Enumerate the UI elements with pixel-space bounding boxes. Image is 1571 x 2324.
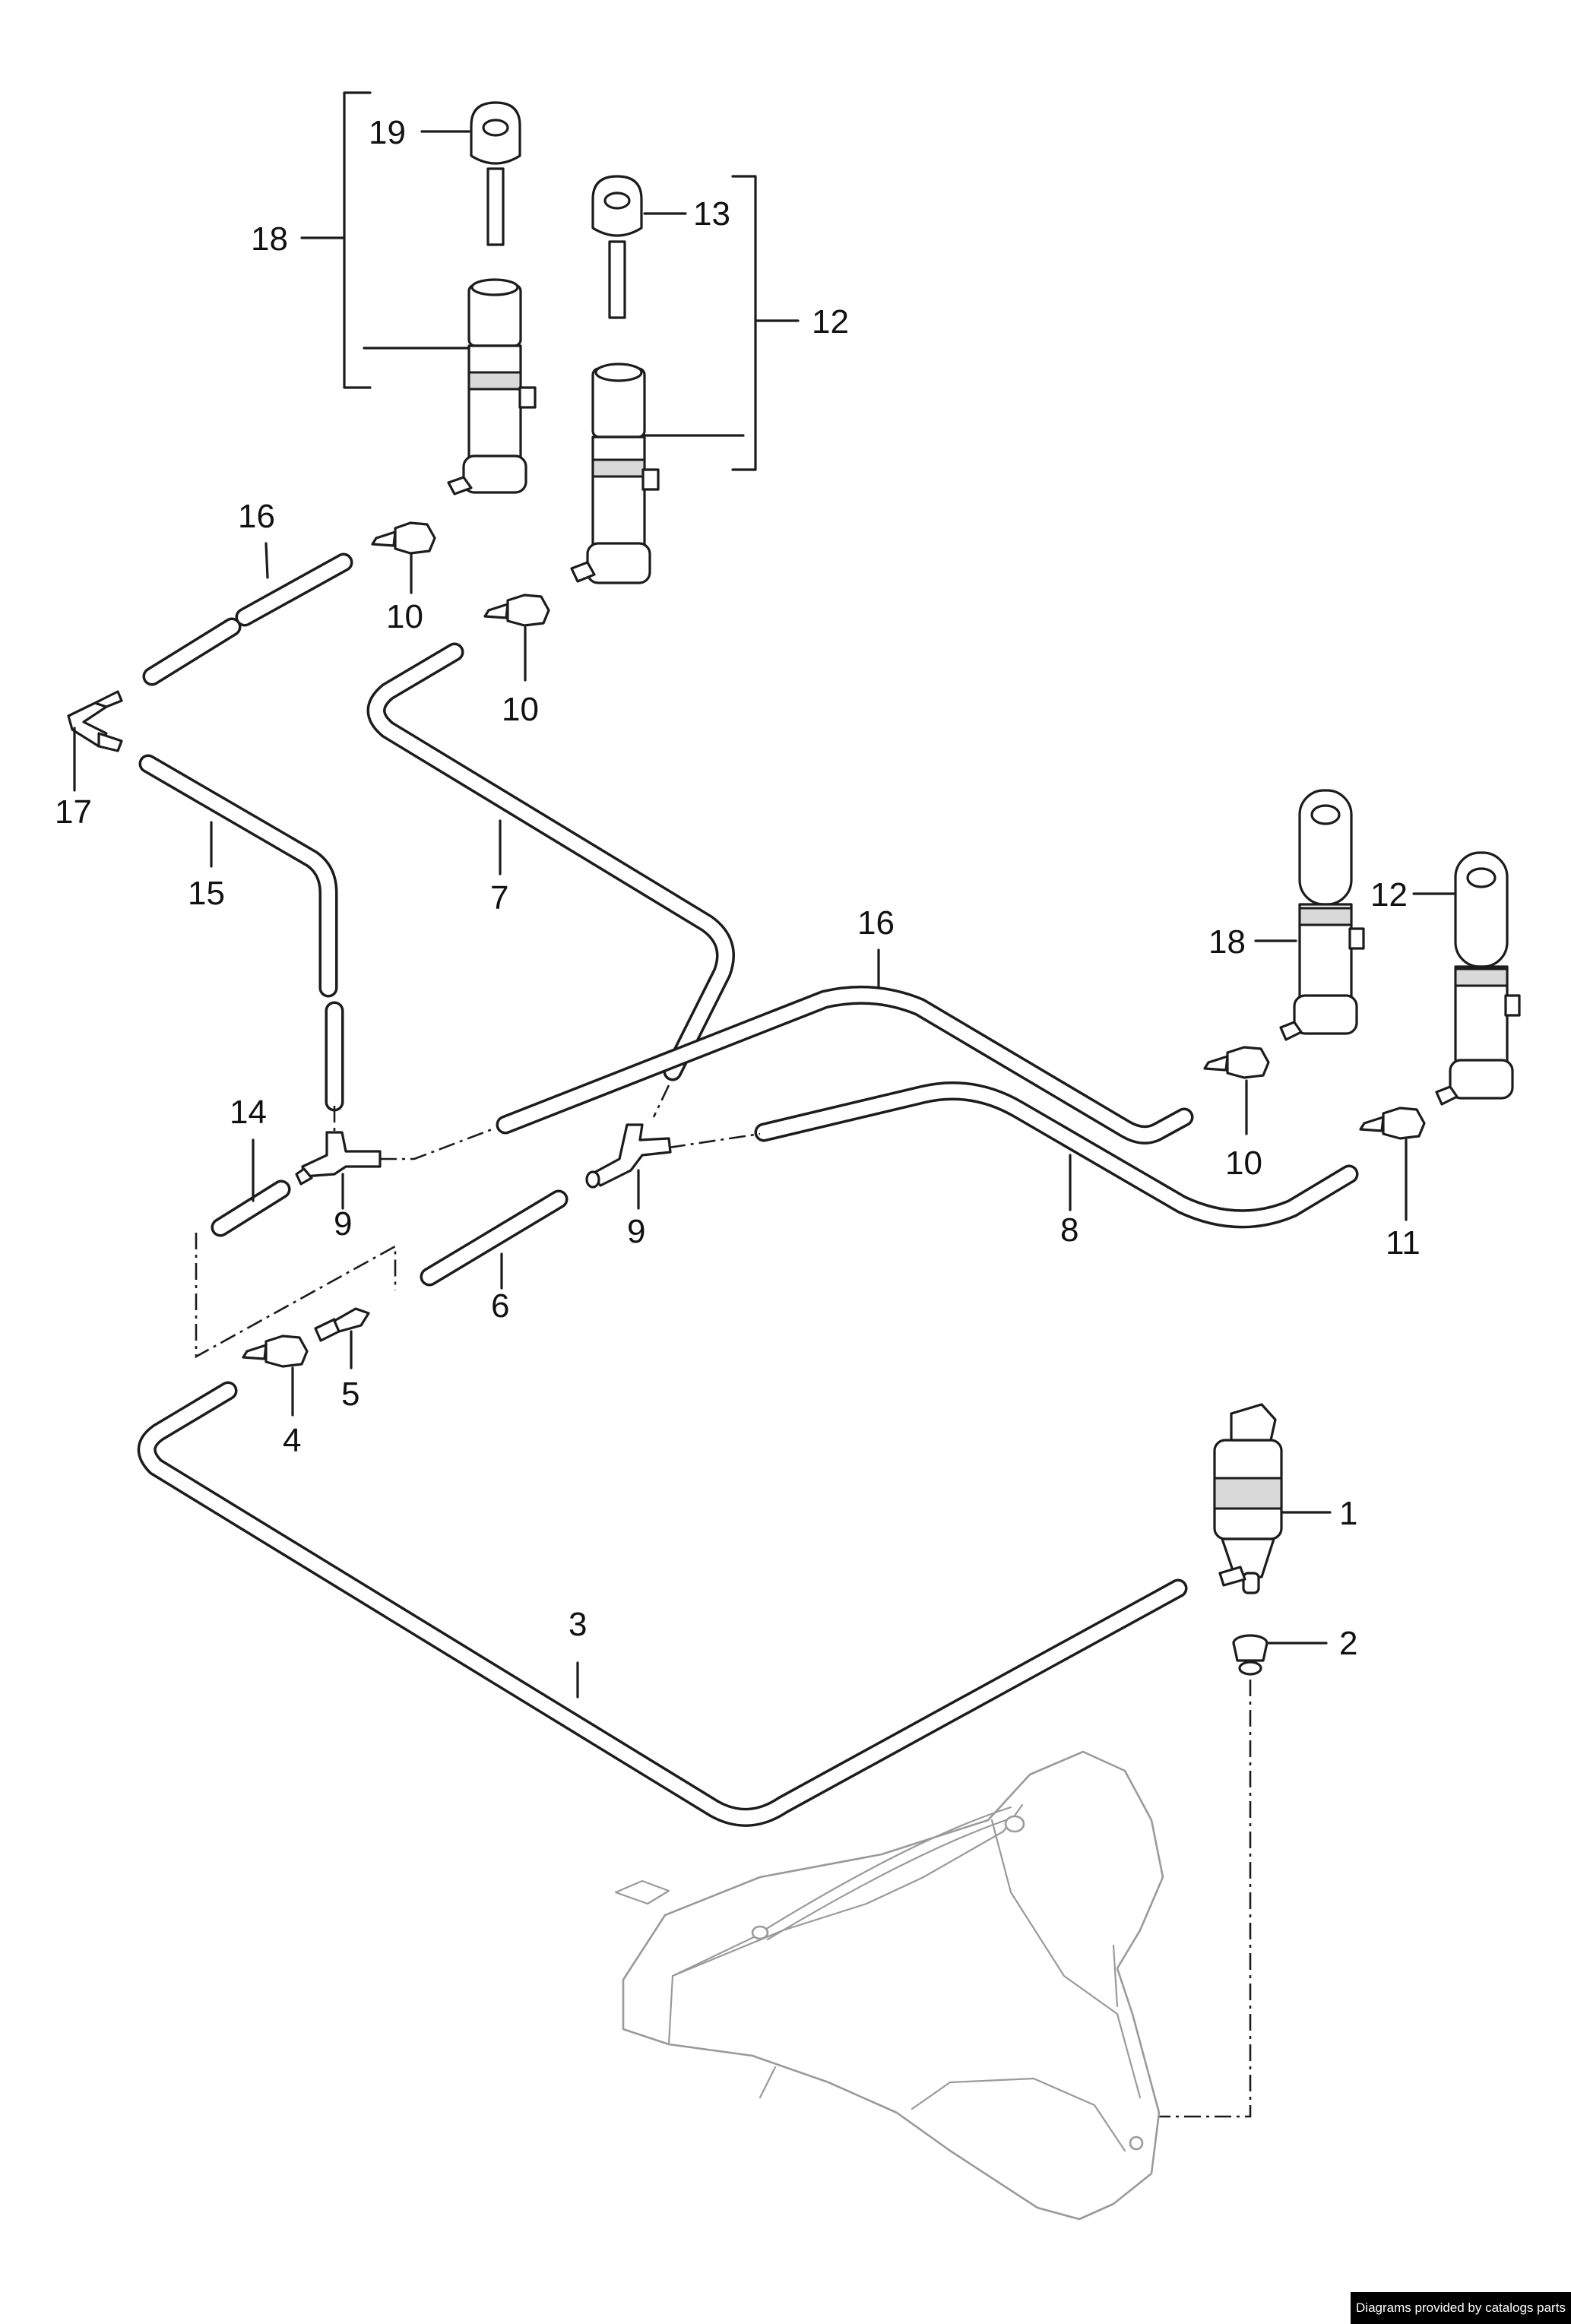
check-valve-11 [1359, 1107, 1426, 1140]
callout-10-b: 10 [502, 691, 539, 728]
callout-7: 7 [490, 879, 508, 917]
washer-pump [1213, 1403, 1283, 1594]
callout-9-right: 9 [627, 1213, 645, 1250]
hose-8 [754, 1081, 1359, 1229]
callouts: 19 18 13 12 16 10 10 17 15 7 16 18 12 10… [55, 114, 1421, 1662]
hose-3 [137, 1381, 1188, 1827]
hose-16-lower [496, 985, 1194, 1145]
hose-15 [138, 754, 344, 1112]
callout-16-top: 16 [238, 498, 275, 535]
callout-12-top: 12 [812, 303, 849, 340]
callout-12-right: 12 [1370, 876, 1408, 913]
washer-cylinder-18-top [447, 278, 537, 496]
hose-6 [420, 1189, 569, 1287]
callout-3: 3 [569, 1606, 587, 1643]
callout-10-a: 10 [386, 598, 423, 635]
callout-19: 19 [369, 114, 406, 151]
hose-16-upper [142, 553, 353, 686]
callout-13: 13 [693, 195, 730, 233]
connection-lines [195, 1084, 1252, 2118]
grommet [1232, 1634, 1269, 1676]
callout-14: 14 [230, 1094, 267, 1131]
y-piece-9-right [585, 1123, 672, 1189]
washer-reservoir [614, 1750, 1164, 2221]
check-valve-4 [242, 1335, 309, 1368]
hoses [137, 553, 1359, 1827]
washer-cylinder-12-top [570, 363, 660, 584]
t-piece-9-left [295, 1131, 382, 1186]
check-valve-10-c [1203, 1046, 1270, 1079]
callout-9-left: 9 [334, 1205, 352, 1243]
callout-11: 11 [1386, 1224, 1421, 1262]
connector-5 [314, 1307, 370, 1342]
callout-18-top: 18 [251, 220, 288, 258]
callout-8: 8 [1060, 1211, 1078, 1249]
callout-4: 4 [283, 1422, 301, 1459]
credit-banner: Diagrams provided by catalogs parts [1351, 2292, 1571, 2324]
callout-6: 6 [491, 1287, 509, 1325]
washer-cylinder-12-right [1435, 851, 1521, 1106]
leader-lines [73, 91, 1457, 1699]
nozzle-cap-13 [591, 175, 643, 319]
callout-5: 5 [341, 1376, 359, 1413]
hose-14 [211, 1179, 291, 1237]
callout-15: 15 [188, 875, 225, 912]
check-valve-10-a [371, 521, 436, 555]
check-valve-10-b [483, 594, 550, 627]
callout-1: 1 [1339, 1495, 1357, 1532]
hose-7 [366, 642, 735, 1081]
elbow-connector-17 [67, 690, 123, 752]
callout-16-mid: 16 [857, 904, 895, 942]
callout-10-c: 10 [1225, 1145, 1262, 1182]
callout-17: 17 [55, 793, 92, 831]
washer-cylinder-18-right [1279, 789, 1365, 1041]
nozzle-cap-19 [470, 101, 521, 246]
callout-2: 2 [1339, 1625, 1357, 1662]
callout-18-right: 18 [1208, 923, 1246, 961]
